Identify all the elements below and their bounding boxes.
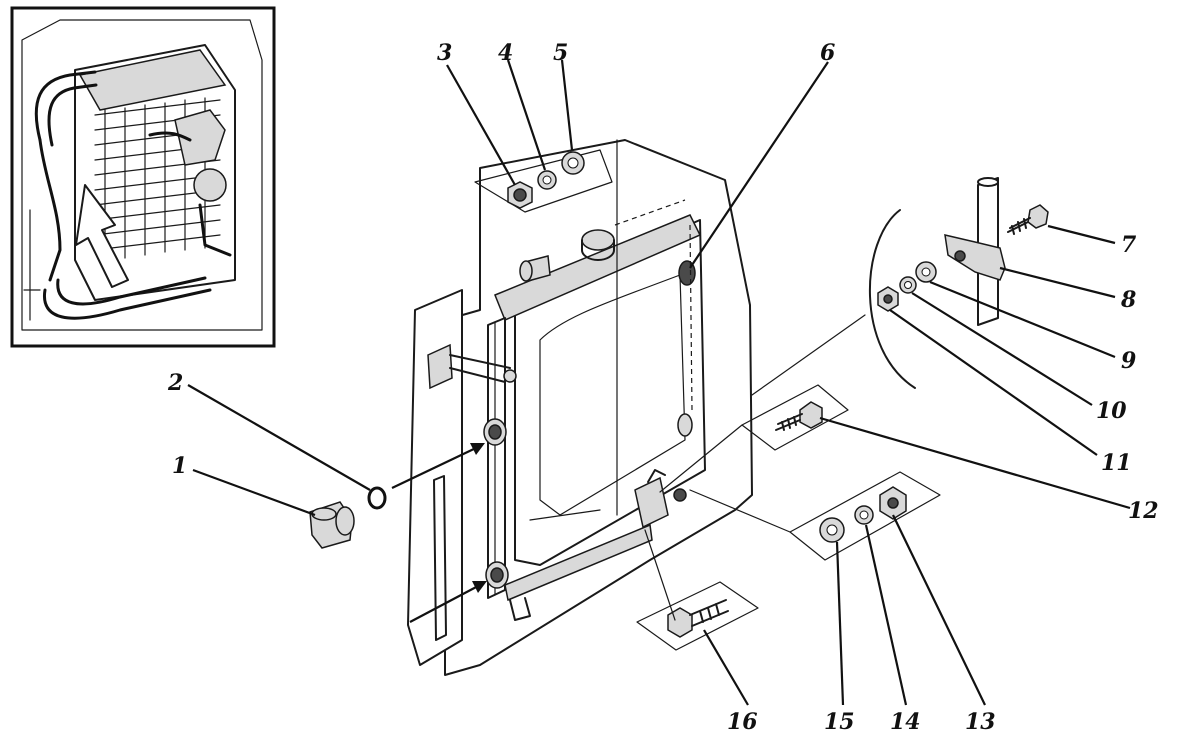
part-12-bolt-panel — [741, 384, 849, 451]
part-13-nut — [879, 486, 907, 520]
callout-9: 9 — [1121, 348, 1136, 374]
leader-14 — [864, 524, 908, 706]
callout-7: 7 — [1121, 232, 1137, 258]
part-7-bolt — [1007, 204, 1049, 235]
inset-lower-hose — [42, 288, 212, 320]
part-3-nut — [507, 181, 533, 209]
inset-location-view — [10, 6, 276, 348]
parts-3-5-panel — [474, 149, 613, 213]
hinge-pin — [433, 475, 447, 641]
leader-13 — [892, 514, 986, 706]
leader-16 — [703, 629, 749, 706]
callout-2: 2 — [167, 370, 183, 396]
inset-core-fins — [94, 97, 221, 261]
callout-3: 3 — [437, 40, 452, 66]
leader-9 — [929, 280, 1116, 359]
lower-mount-bracket — [634, 469, 687, 529]
callout-5: 5 — [553, 40, 568, 66]
left-side-pipe — [487, 317, 506, 599]
leader-5 — [560, 59, 574, 151]
leader-11 — [889, 309, 1098, 456]
callout-10: 10 — [1096, 398, 1127, 424]
hinge-bracket — [427, 343, 517, 390]
part-2-o-ring — [367, 486, 387, 510]
callout-4: 4 — [498, 40, 513, 66]
callout-14: 14 — [890, 709, 921, 735]
assembly-arrow-upper — [391, 443, 485, 489]
lower-outlet-port — [485, 561, 509, 589]
inset-upper-hose — [34, 70, 97, 142]
callout-labels: 1 2 3 4 5 6 7 8 9 10 11 12 13 14 15 16 — [167, 40, 1159, 735]
callout-8: 8 — [1120, 287, 1136, 313]
leader-3 — [446, 64, 516, 186]
bottom-rail — [504, 523, 653, 602]
radiator-shroud-plate — [407, 289, 463, 666]
radiator-assembly — [407, 139, 753, 676]
inset-thermostat-housing — [193, 168, 227, 202]
part-14-spring-washer — [854, 505, 874, 525]
callout-16: 16 — [727, 709, 758, 735]
callout-15: 15 — [824, 709, 855, 735]
leader-2 — [187, 384, 371, 491]
leader-1 — [192, 468, 316, 517]
part-4-spring-washer — [537, 170, 557, 190]
part-9-washer — [915, 261, 937, 283]
part-5-flat-washer — [561, 151, 585, 175]
callout-11: 11 — [1101, 450, 1132, 476]
leader-15 — [835, 541, 845, 706]
parts-13-15-panel — [689, 471, 941, 561]
leader-6 — [689, 61, 829, 269]
part-15-flat-washer — [819, 517, 845, 543]
leader-7 — [1047, 224, 1116, 245]
callout-13: 13 — [965, 709, 996, 735]
leader-12 — [819, 416, 1131, 510]
part-8-clamp — [944, 234, 1006, 281]
leader-10 — [911, 292, 1093, 406]
assembly-arrow-lower — [409, 581, 487, 623]
leader-4 — [506, 59, 547, 171]
inset-pointer-arrow — [75, 184, 129, 288]
leader-8 — [999, 266, 1116, 299]
part-11-nut — [877, 286, 899, 312]
filler-cap — [581, 229, 615, 261]
parts-7-11-detail — [751, 177, 1049, 396]
callout-12: 12 — [1128, 498, 1159, 524]
callout-6: 6 — [820, 40, 835, 66]
upper-inlet-neck — [519, 255, 551, 282]
side-mount-hole — [677, 413, 693, 437]
callout-1: 1 — [172, 453, 187, 479]
part-16-bolt-panel — [636, 529, 759, 651]
part-1-elbow-fitting — [309, 501, 355, 549]
upper-outlet-port — [483, 418, 507, 446]
part-10-spring-washer — [899, 276, 917, 294]
radiator-top-tank — [494, 214, 702, 321]
